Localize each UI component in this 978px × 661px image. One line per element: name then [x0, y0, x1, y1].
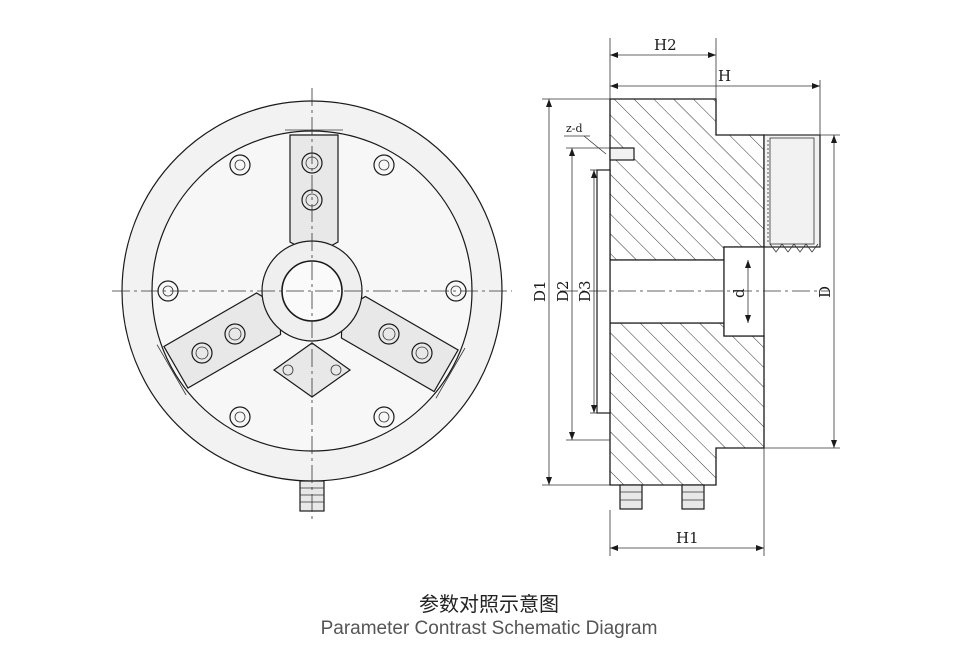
- label-d1: D1: [531, 280, 549, 302]
- front-view: [112, 88, 512, 520]
- dim-d3: [590, 169, 597, 414]
- dim-d2: [566, 147, 610, 441]
- zd-screw: [564, 135, 635, 161]
- label-small-d: d: [730, 288, 748, 298]
- dim-d1: [542, 98, 610, 486]
- label-big-d: D: [816, 286, 834, 298]
- label-d3: D3: [576, 280, 594, 302]
- label-h: H: [718, 67, 731, 85]
- counterbore-section: [723, 246, 765, 337]
- dim-h: [610, 80, 821, 135]
- label-h1: H1: [676, 529, 699, 547]
- label-zd: z-d: [566, 122, 583, 135]
- caption-chinese: 参数对照示意图: [419, 592, 559, 616]
- jaw-plate-side: [596, 169, 611, 414]
- caption-english: Parameter Contrast Schematic Diagram: [320, 618, 658, 639]
- body-section-lower: [609, 322, 765, 486]
- label-d2: D2: [554, 280, 572, 302]
- dim-h2: [609, 38, 717, 99]
- air-fittings-side: [619, 484, 705, 510]
- chuck-drawing: H2 H H1 z-d D1 D2 D3 d D: [112, 36, 840, 556]
- jaw-top: [285, 129, 343, 256]
- back-spigot: [763, 134, 821, 253]
- diamond-plate: [272, 342, 352, 398]
- dim-small-d: [745, 260, 751, 323]
- side-view: H2 H H1 z-d D1 D2 D3 d D: [531, 36, 840, 556]
- body-section-upper: [609, 98, 765, 261]
- label-h2: H2: [654, 36, 677, 54]
- dim-big-d: [764, 134, 840, 449]
- dim-h1: [609, 448, 765, 556]
- center-bore-section: [609, 259, 725, 324]
